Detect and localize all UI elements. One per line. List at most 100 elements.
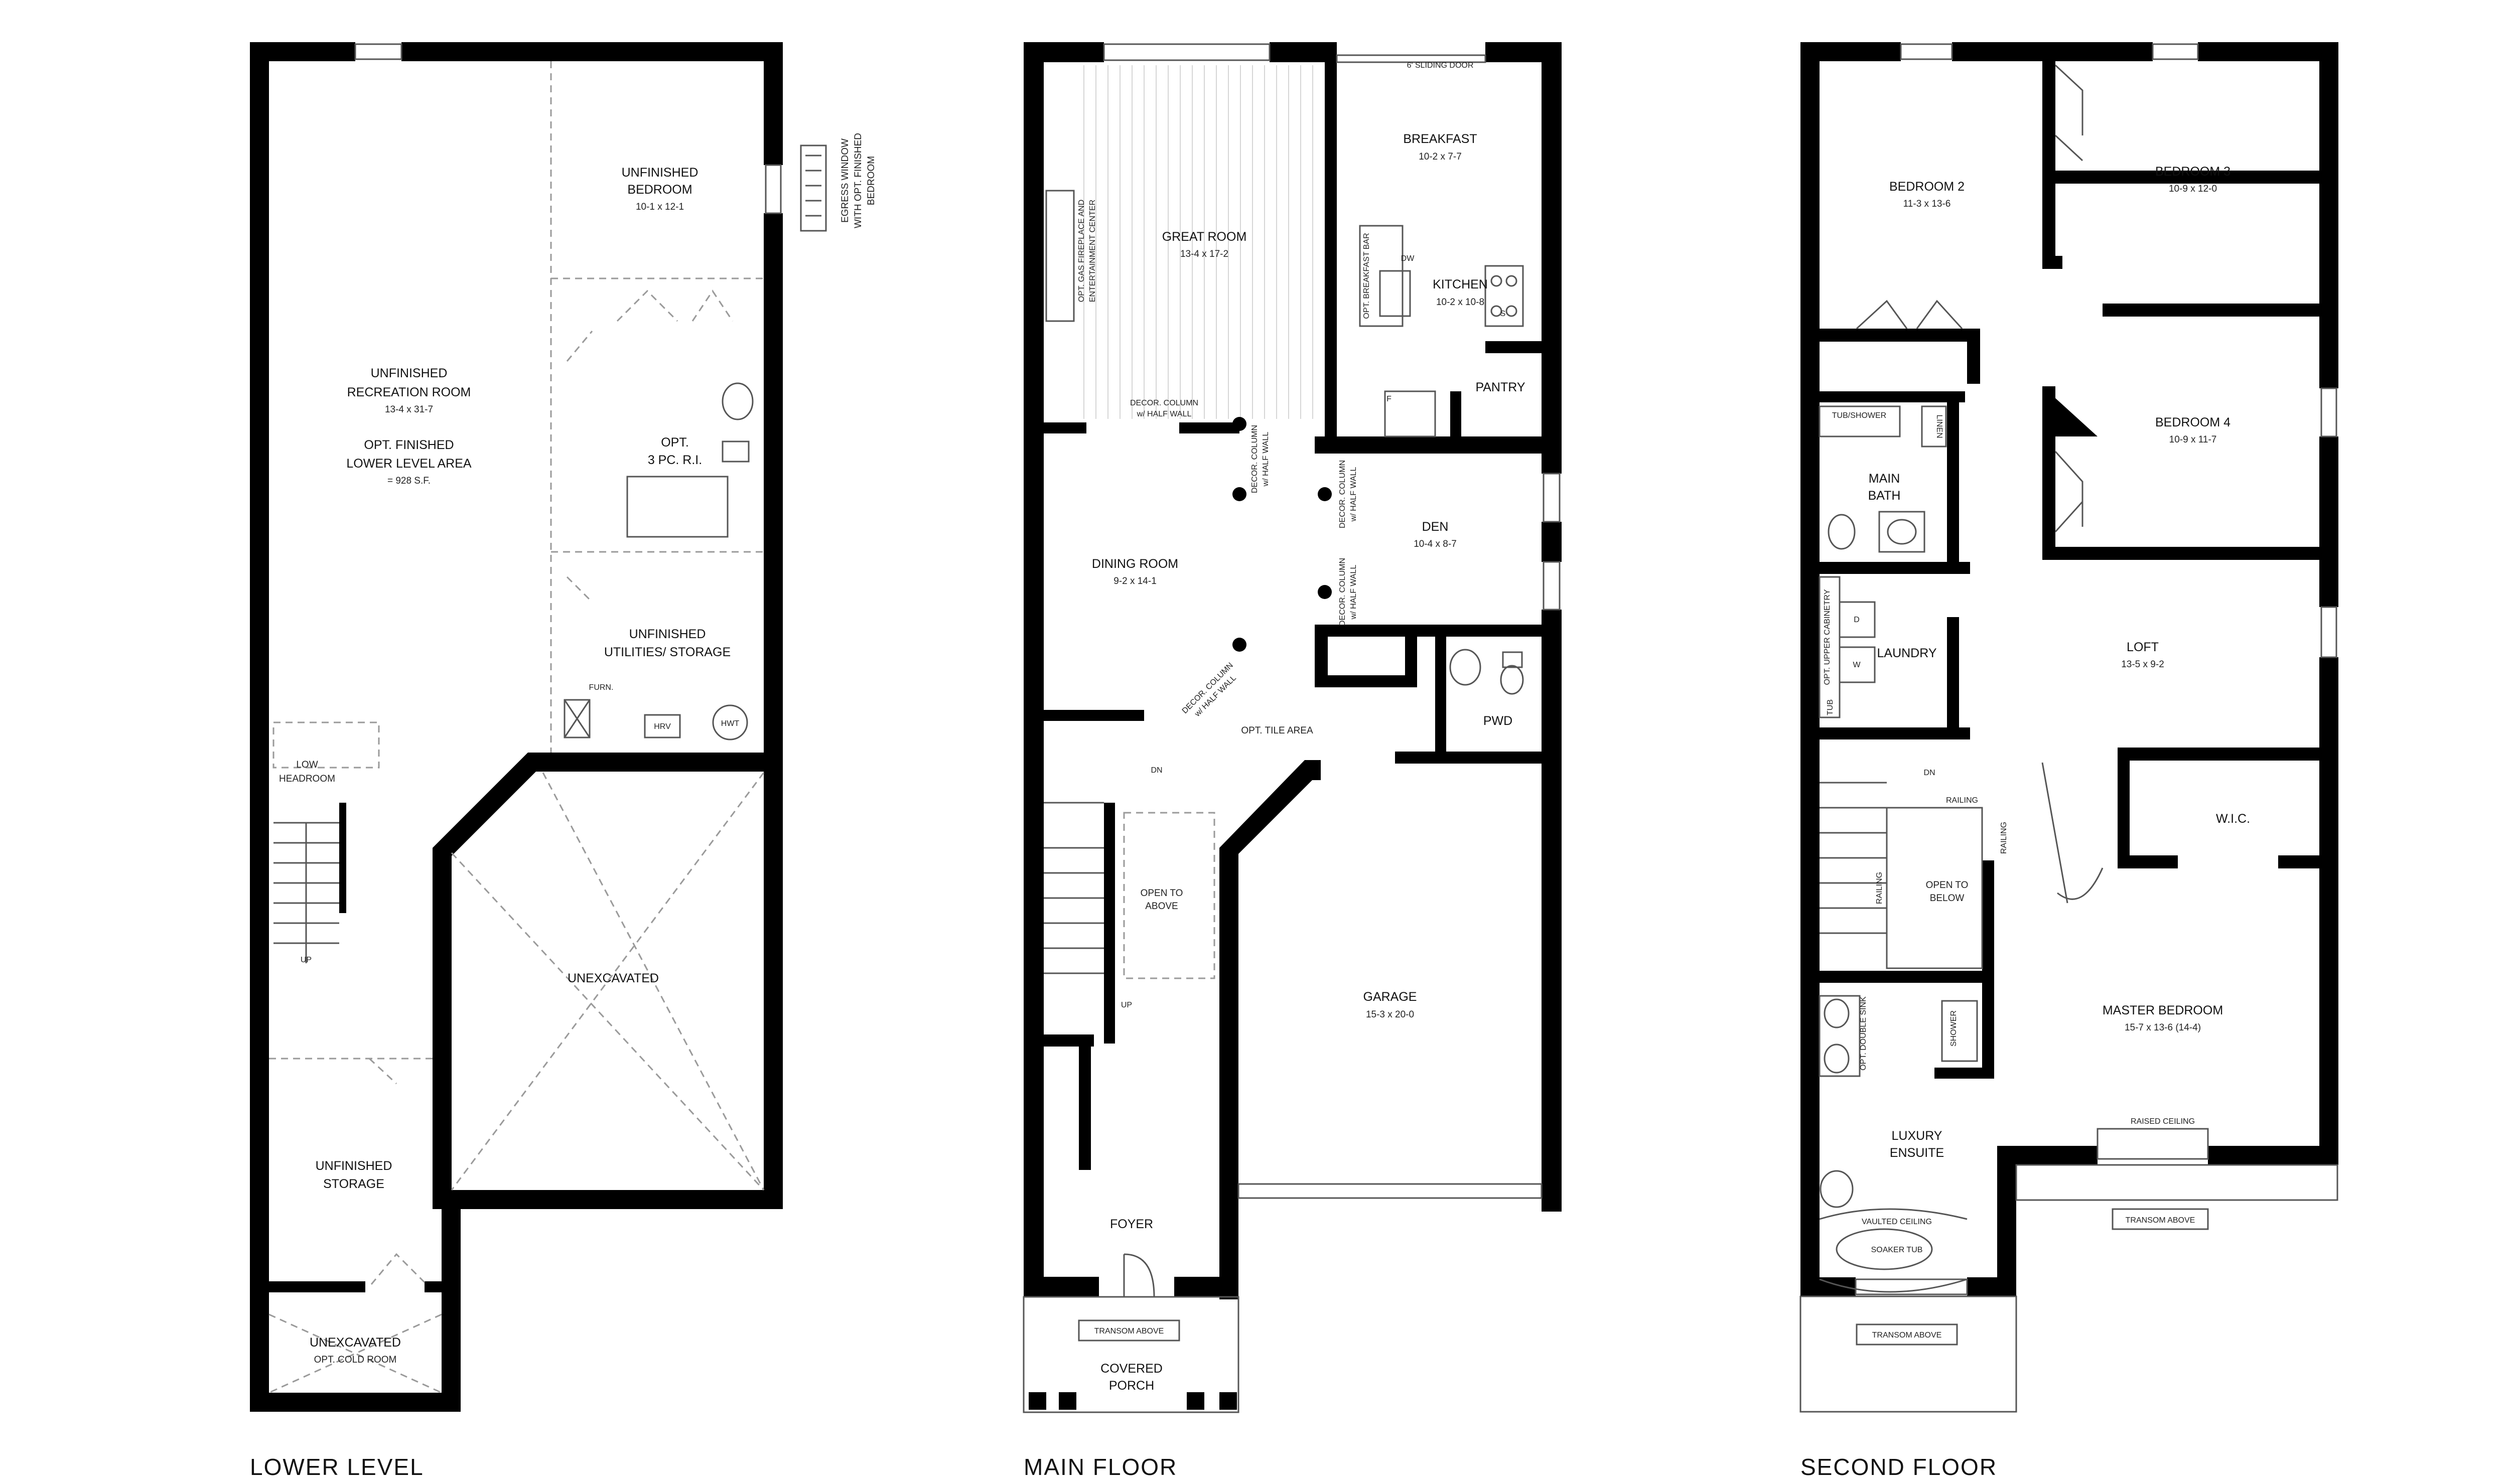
- washer-label: W: [1853, 661, 1861, 669]
- great-room-dim: 13-4 x 17-2: [1180, 249, 1228, 259]
- porch-name-1: COVERED: [1100, 1362, 1163, 1376]
- egress-well: [800, 144, 827, 232]
- lower-wall-top-right: [401, 42, 783, 61]
- master-transom-box: [2112, 1208, 2209, 1230]
- garage-top-wall: [1395, 752, 1556, 764]
- garage-door: [1237, 1183, 1543, 1199]
- loft-dim: 13-5 x 9-2: [2121, 659, 2164, 670]
- main-dn-label: DN: [1151, 766, 1162, 775]
- decor-column-4-a: DECOR. COLUMN: [1338, 558, 1347, 626]
- main-tub: [1819, 405, 1901, 437]
- egress-note-2: WITH OPT. FINISHED: [853, 133, 864, 228]
- bath-right-wall: [1947, 391, 1959, 562]
- furnace: [564, 699, 591, 738]
- coldroom-name-2: OPT. COLD ROOM: [314, 1355, 397, 1365]
- ensuite-name-1: LUXURY: [1892, 1129, 1942, 1143]
- egress-note-1: EGRESS WINDOW: [840, 138, 851, 223]
- lower-wall-unexc-chamfer: [433, 753, 543, 857]
- main-wall-right-upper: [1542, 42, 1562, 474]
- bed4-corner: [2042, 386, 2098, 436]
- utilities-name-1: UNFINISHED: [629, 627, 706, 641]
- pantry-top-wall: [1485, 341, 1551, 353]
- lower-level-title: LOWER LEVEL: [250, 1454, 424, 1480]
- garage-dim: 15-3 x 20-0: [1366, 1009, 1414, 1020]
- shower-bottom-wall: [1934, 1068, 1985, 1079]
- den-window-1: [1543, 473, 1561, 523]
- pwd-wall-a: [1405, 625, 1417, 687]
- lower-wall-right-bottom: [442, 1190, 461, 1412]
- low-headroom-1: LOW: [296, 760, 318, 770]
- laundry-tub-label: TUB: [1826, 699, 1835, 715]
- second-wall-left: [1800, 42, 1820, 1296]
- unexcavated-cross-b: [451, 772, 765, 1191]
- main-wall-right-lower: [1542, 610, 1562, 1212]
- sliding-door: [1336, 54, 1486, 63]
- bedroom4-name: BEDROOM 4: [2155, 415, 2231, 429]
- column-1: [1232, 417, 1246, 431]
- low-headroom-2: HEADROOM: [279, 774, 335, 784]
- main-wall-bottom-l: [1024, 1277, 1099, 1297]
- second-wall-top-1: [1800, 42, 1901, 61]
- raised-ceiling-label: RAISED CEILING: [2131, 1117, 2195, 1126]
- sink-label: S: [1500, 310, 1506, 318]
- master-bay-right: [2208, 1146, 2338, 1165]
- fireplace-note-2: ENTERTAINMENT CENTER: [1088, 200, 1097, 302]
- laundry-label: LAUNDRY: [1877, 646, 1936, 660]
- railing-top-label: RAILING: [1946, 796, 1978, 805]
- den-window-2: [1543, 561, 1561, 611]
- lower-wall-unexc-top: [528, 753, 783, 772]
- lower-wall-bottom: [250, 1393, 461, 1412]
- hwt-label: HWT: [721, 719, 740, 728]
- furn-label: FURN.: [589, 683, 614, 692]
- lower-wall-unexc-left: [433, 848, 452, 1209]
- lower-wall-right-lower: [764, 213, 783, 770]
- fireplace-note-1: OPT. GAS FIREPLACE AND: [1077, 200, 1086, 303]
- main-up-label: UP: [1121, 1001, 1132, 1009]
- main-transom-box: [1078, 1319, 1180, 1342]
- main-wall-top-2: [1270, 42, 1330, 62]
- garage-left-wall: [1219, 848, 1238, 1299]
- ensuite-name-2: ENSUITE: [1890, 1146, 1944, 1160]
- main-transom-label: TRANSOM ABOVE: [1094, 1327, 1164, 1335]
- bedroom2-name: BEDROOM 2: [1889, 180, 1965, 194]
- great-room-window: [1103, 43, 1271, 61]
- decor-column-2-a: DECOR. COLUMN: [1250, 425, 1259, 493]
- foyer-closet-wall: [1079, 1034, 1091, 1170]
- decor-column-4-b: w/ HALF WALL: [1349, 565, 1358, 620]
- great-room-bottom-l: [1044, 422, 1086, 433]
- ensuite-transom-label: TRANSOM ABOVE: [1872, 1331, 1942, 1340]
- master-bay: [2015, 1164, 2338, 1201]
- second-dn-label: DN: [1923, 769, 1935, 777]
- bath-ri-1: OPT.: [661, 435, 689, 450]
- railing-left-label: RAILING: [1875, 872, 1884, 904]
- hrv-unit: [644, 714, 681, 738]
- master-transom-label: TRANSOM ABOVE: [2126, 1216, 2195, 1225]
- main-wall-bottom-r: [1174, 1277, 1238, 1297]
- ensuite-transom-box: [1856, 1323, 1958, 1346]
- bed4-top-wall: [2103, 304, 2338, 317]
- main-bath-name-2: BATH: [1868, 489, 1901, 503]
- soaker-tub-label: SOAKER TUB: [1871, 1246, 1923, 1254]
- bath-top-wall: [1820, 391, 1965, 402]
- shower-label: SHOWER: [1949, 1010, 1958, 1047]
- second-floor-title: SECOND FLOOR: [1800, 1454, 1997, 1480]
- lower-wall-coldroom-top-r: [425, 1281, 461, 1292]
- decor-column-3-b: w/ HALF WALL: [1349, 467, 1358, 522]
- linen-label: LINEN: [1935, 414, 1943, 438]
- second-wall-right-2: [2319, 436, 2338, 607]
- shower-stall: [1941, 1000, 1978, 1062]
- breakfast-name: BREAKFAST: [1403, 132, 1477, 146]
- loft-window: [2320, 606, 2337, 658]
- wic-label: W.I.C.: [2216, 812, 2250, 826]
- recreation-opt-2: LOWER LEVEL AREA: [346, 457, 471, 471]
- wic-left-wall: [2118, 748, 2130, 863]
- raised-ceiling-box: [2097, 1128, 2209, 1160]
- kitchen-left-wall: [1325, 42, 1337, 443]
- egress-note-3: BEDROOM: [866, 156, 877, 205]
- dryer-label: D: [1854, 616, 1860, 624]
- garage-name: GARAGE: [1363, 990, 1417, 1004]
- pwd-bottom-l: [1315, 675, 1410, 687]
- lower-stair-wall: [339, 803, 346, 913]
- lower-bedroom-name-1: UNFINISHED: [622, 166, 699, 180]
